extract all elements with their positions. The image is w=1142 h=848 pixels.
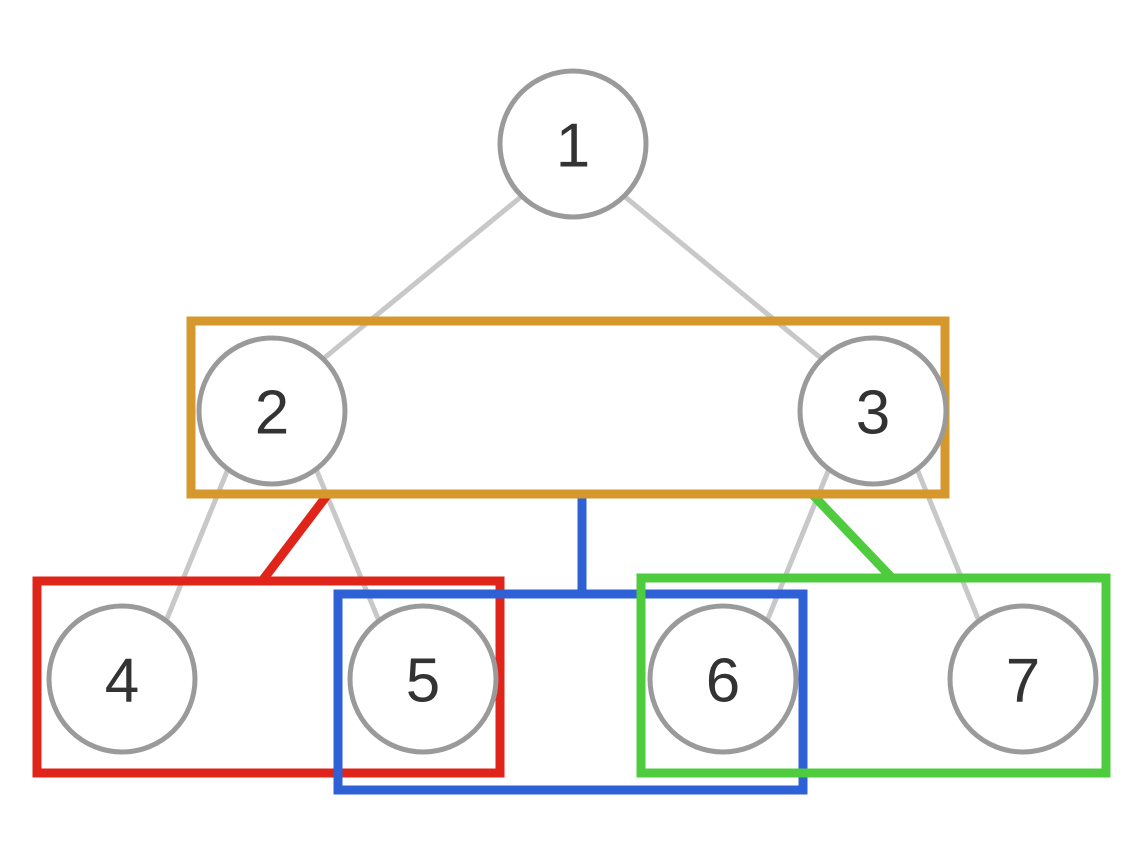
group-box-layer	[32, 316, 1111, 795]
tree-edge	[622, 194, 824, 361]
node-label: 6	[706, 647, 740, 716]
node-circle	[46, 603, 198, 755]
tree-edge	[321, 194, 524, 361]
tree-node-1[interactable]: 1	[497, 68, 649, 220]
node-circle	[347, 603, 499, 755]
node-circle	[196, 335, 348, 487]
node-circle	[947, 603, 1099, 755]
group-connector-layer	[258, 490, 896, 594]
tree-node-2[interactable]: 2	[196, 335, 348, 487]
node-label: 2	[255, 379, 289, 448]
tree-node-6[interactable]: 6	[647, 603, 799, 755]
node-circle	[797, 335, 949, 487]
node-label: 4	[105, 647, 139, 716]
tree-node-3[interactable]: 3	[797, 335, 949, 487]
tree-node-5[interactable]: 5	[347, 603, 499, 755]
orange-to-green-connector	[808, 490, 896, 582]
pair-6-7-group[interactable]	[636, 573, 1111, 778]
node-label: 5	[406, 647, 440, 716]
tree-node-4[interactable]: 4	[46, 603, 198, 755]
node-layer: 1 2 3 4 5 6 7	[46, 68, 1099, 755]
node-circle	[497, 68, 649, 220]
node-label: 7	[1006, 647, 1040, 716]
tree-node-7[interactable]: 7	[947, 603, 1099, 755]
node-circle	[647, 603, 799, 755]
pair-5-6-group[interactable]	[333, 589, 808, 795]
orange-to-red-connector	[258, 491, 332, 584]
node-label: 3	[856, 379, 890, 448]
pair-4-5-group[interactable]	[32, 576, 505, 778]
node-label: 1	[556, 112, 590, 181]
